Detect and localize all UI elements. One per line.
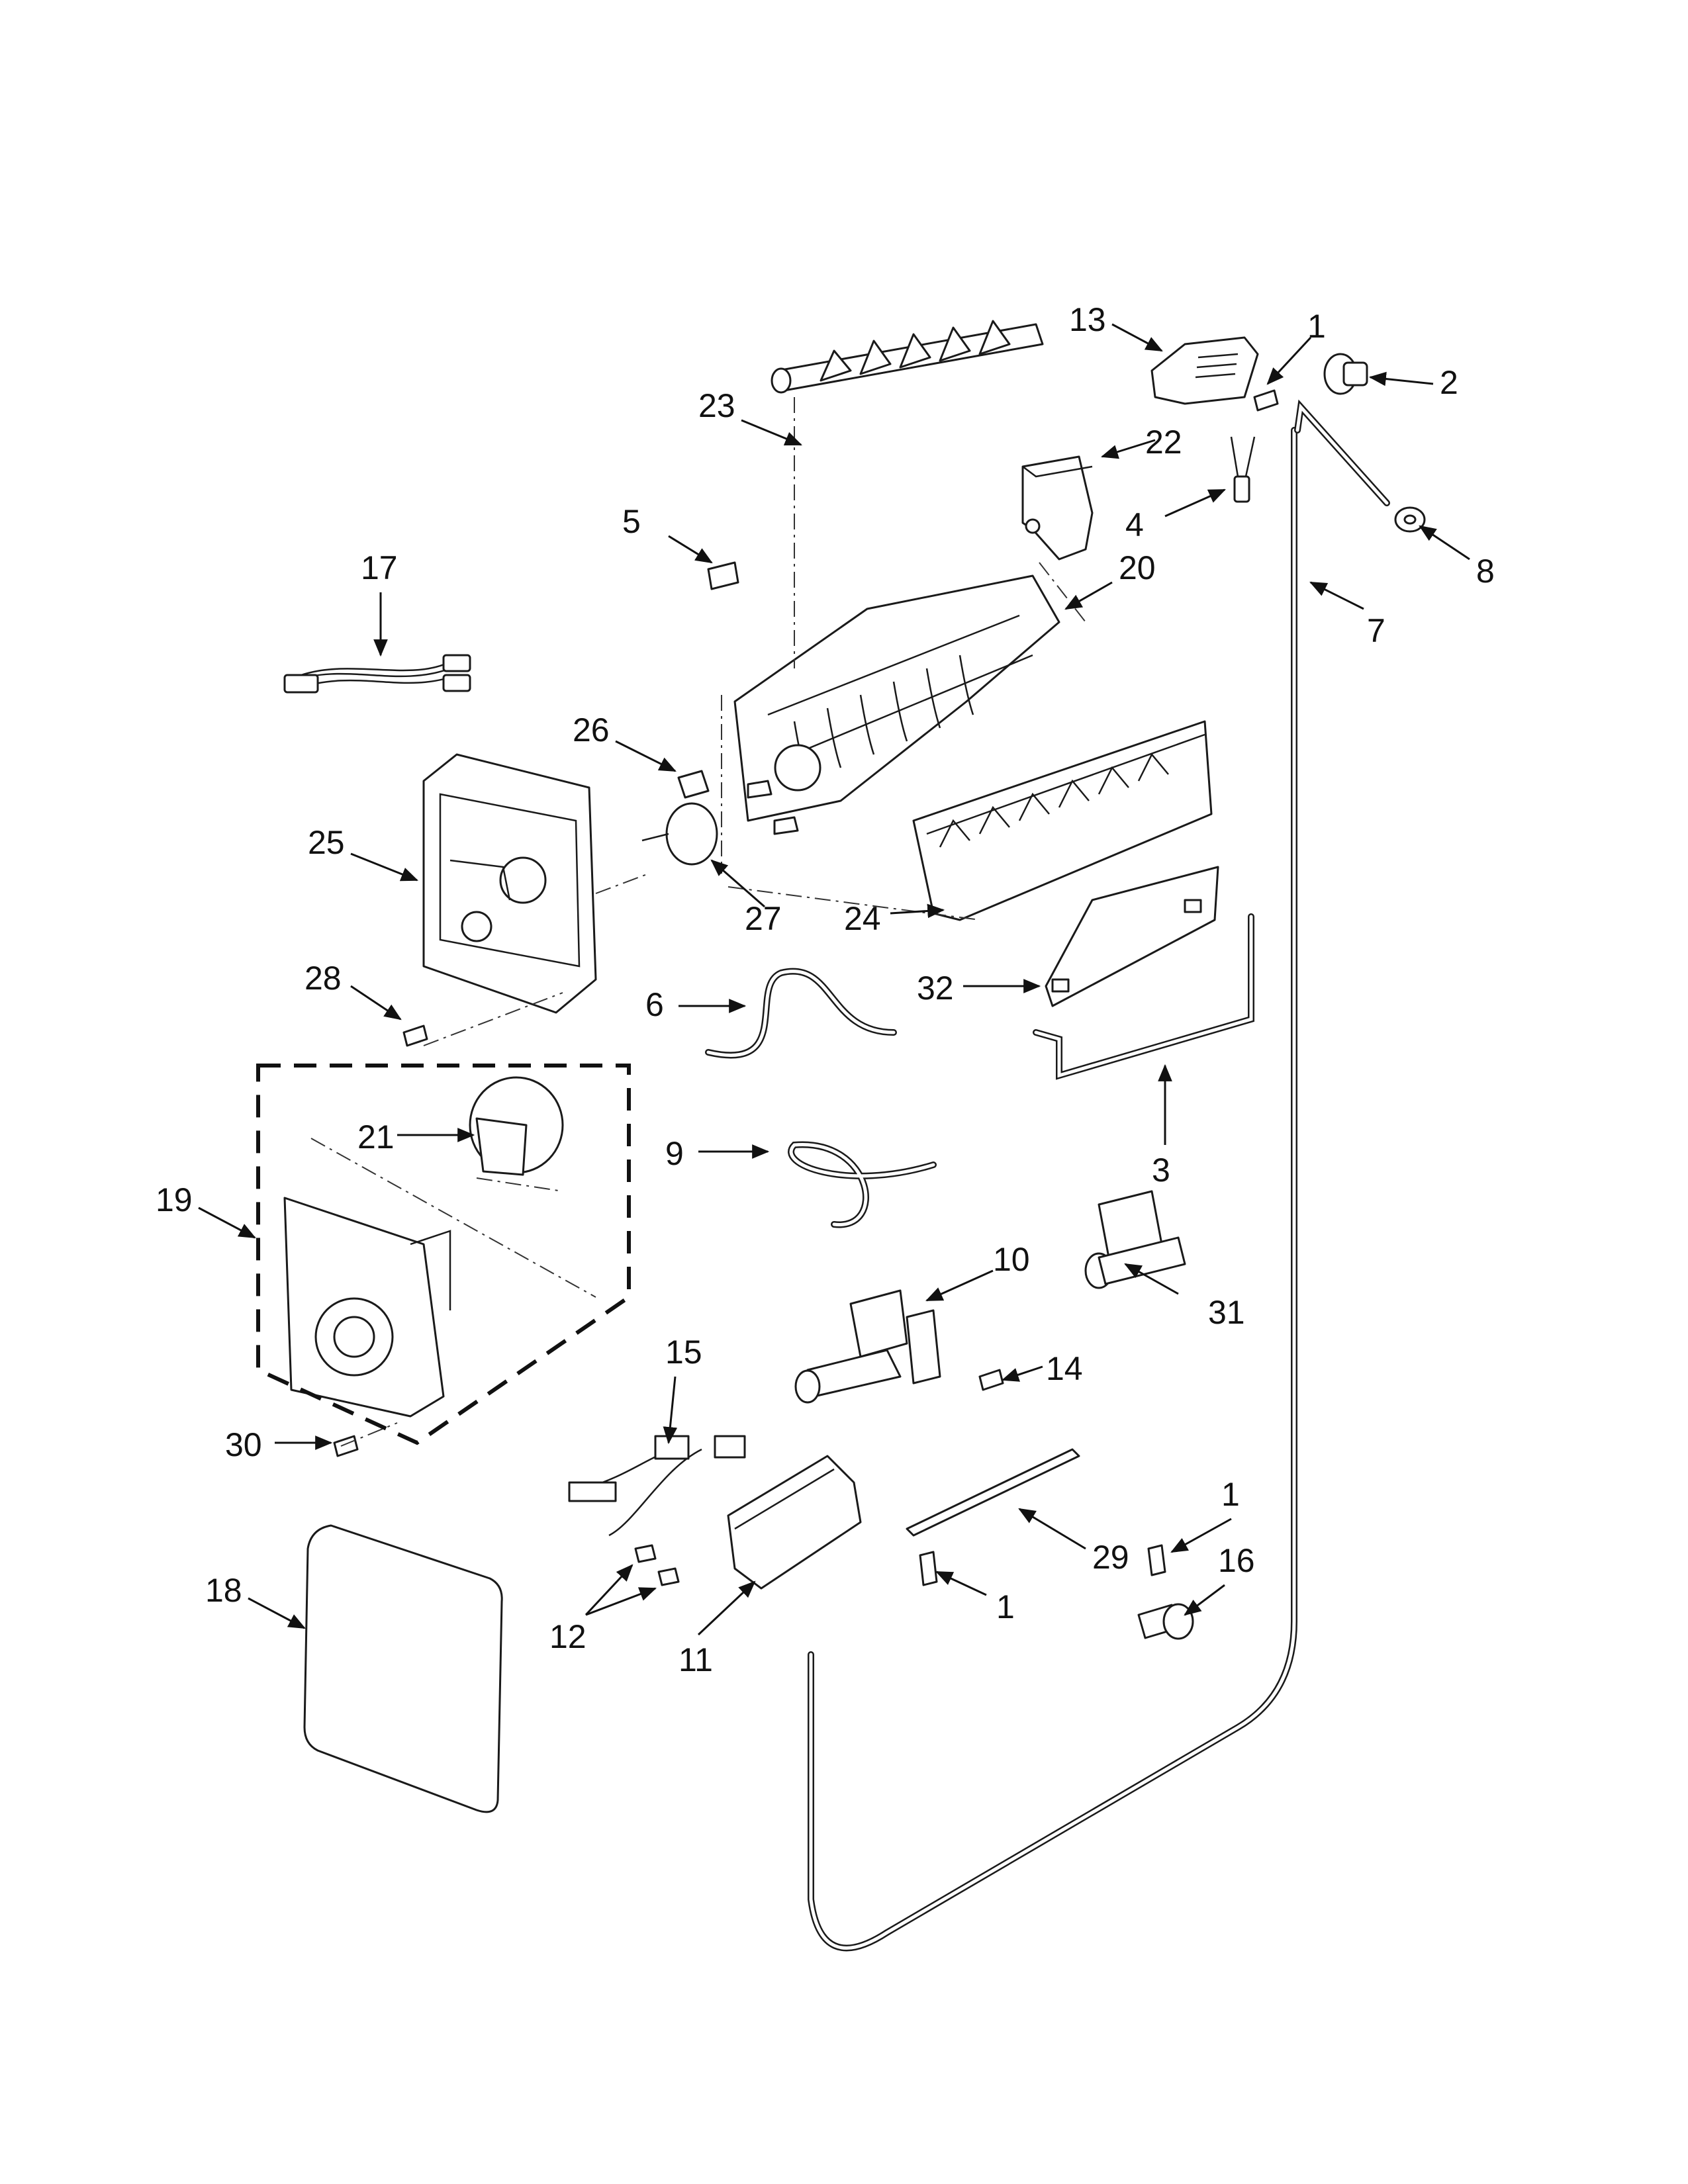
ejector-23 (771, 320, 1044, 394)
callout-1-middle: 1 (996, 1588, 1015, 1625)
callout-29: 29 (1092, 1539, 1129, 1576)
screw-14 (978, 1369, 1004, 1391)
callout-28: 28 (305, 960, 342, 997)
callout-2: 2 (1440, 364, 1458, 401)
callout-23: 23 (698, 387, 735, 424)
callout-10: 10 (993, 1241, 1030, 1278)
callout-20: 20 (1119, 549, 1156, 586)
water-valve-31 (1084, 1190, 1186, 1289)
clip-26 (677, 770, 710, 799)
harness-15 (568, 1435, 746, 1537)
motor-21 (469, 1076, 564, 1176)
callout-14: 14 (1046, 1350, 1083, 1387)
screw-1-right (1147, 1544, 1166, 1576)
cover-18 (303, 1524, 503, 1813)
water-valve-10 (794, 1289, 941, 1404)
callout-19: 19 (156, 1181, 193, 1218)
screw-30 (333, 1435, 359, 1457)
module-19 (283, 1197, 451, 1418)
tube-9 (788, 1141, 937, 1228)
callout-8: 8 (1476, 553, 1495, 590)
callout-6: 6 (645, 986, 664, 1023)
callout-32: 32 (917, 970, 954, 1007)
stripper-24 (912, 720, 1213, 921)
housing-25 (422, 753, 597, 1014)
callout-9: 9 (665, 1135, 684, 1172)
shut-off-arm-3 (1033, 913, 1254, 1080)
thermostat-4 (1230, 436, 1256, 503)
callout-24: 24 (844, 900, 881, 937)
callout-30: 30 (225, 1426, 262, 1463)
callout-12: 12 (549, 1618, 586, 1655)
ice-guide-22 (1021, 455, 1094, 561)
callout-27: 27 (745, 900, 782, 937)
callout-11: 11 (679, 1641, 713, 1678)
strip-29 (906, 1448, 1080, 1537)
callout-labels: 1 2 3 4 5 6 7 8 9 10 11 12 13 14 15 16 1… (156, 301, 1495, 1678)
washer-8 (1394, 506, 1426, 533)
callout-26: 26 (573, 711, 610, 749)
tube-6 (705, 968, 897, 1059)
fill-tube-top (1294, 399, 1390, 506)
callout-25: 25 (308, 824, 345, 861)
bracket-11 (727, 1455, 862, 1590)
screws-12 (634, 1544, 680, 1586)
leader-lines (198, 323, 1470, 1636)
callout-4: 4 (1125, 506, 1144, 543)
mold-20 (733, 574, 1060, 835)
callout-15: 15 (665, 1334, 702, 1371)
assembly-group-box (256, 1064, 631, 1445)
callout-1-right: 1 (1221, 1476, 1240, 1513)
screw-1-middle (919, 1551, 938, 1586)
callout-18: 18 (205, 1572, 242, 1609)
callout-1-top: 1 (1307, 308, 1326, 345)
wire-harness-17 (283, 654, 471, 694)
callout-22: 22 (1145, 424, 1182, 461)
callout-3: 3 (1152, 1152, 1170, 1189)
screw-1-top (1253, 389, 1279, 412)
clip-5 (707, 561, 739, 590)
bracket-32 (1045, 866, 1219, 1007)
screw-28 (402, 1024, 428, 1047)
clamp-16 (1137, 1603, 1194, 1640)
fill-cup-2 (1323, 353, 1368, 395)
callout-17: 17 (361, 549, 398, 586)
callout-31: 31 (1208, 1294, 1245, 1331)
callout-13: 13 (1069, 301, 1106, 338)
callout-7: 7 (1367, 612, 1385, 649)
heater-cover-13 (1150, 336, 1259, 405)
callout-21: 21 (357, 1118, 395, 1156)
callout-16: 16 (1218, 1542, 1255, 1579)
water-tube-7 (808, 427, 1297, 1952)
fitting-27 (641, 802, 718, 866)
callout-5: 5 (622, 503, 641, 540)
